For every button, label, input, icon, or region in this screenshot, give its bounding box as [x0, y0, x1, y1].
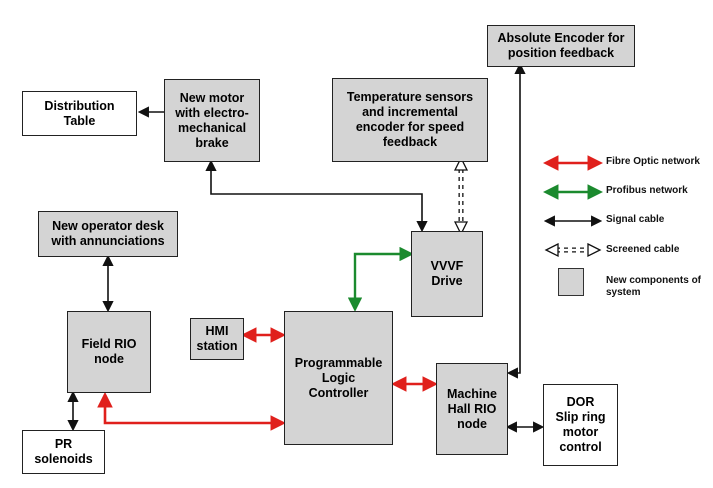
- legend-new-components-label: New components of system: [606, 275, 702, 298]
- hmi-station-box: HMI station: [190, 318, 244, 360]
- dor-box: DOR Slip ring motor control: [543, 384, 618, 466]
- machine-hall-rio-box: Machine Hall RIO node: [436, 363, 508, 455]
- screened-arrow-down: [453, 221, 469, 236]
- legend-signal-label: Signal cable: [606, 214, 665, 225]
- distribution-table-label: Distribution Table: [44, 98, 115, 128]
- dor-label: DOR Slip ring motor control: [555, 395, 606, 454]
- plc-box: Programmable Logic Controller: [284, 311, 393, 445]
- machine-hall-rio-label: Machine Hall RIO node: [446, 386, 497, 431]
- temperature-sensors-box: Temperature sensors and incremental enco…: [332, 78, 488, 162]
- profibus-vvvf-to-plc: [347, 246, 414, 312]
- pr-solenoids-label: PR solenoids: [34, 437, 93, 466]
- new-motor-label: New motor with electro- mechanical brake: [175, 90, 249, 150]
- operator-desk-box: New operator desk with annunciations: [38, 211, 178, 257]
- absolute-encoder-box: Absolute Encoder for position feedback: [487, 25, 635, 67]
- screened-arrow-up: [453, 156, 469, 171]
- legend-fibre-label: Fibre Optic network: [606, 156, 700, 167]
- legend-screened-arrow-left: [544, 242, 559, 258]
- distribution-table-box: Distribution Table: [22, 91, 137, 136]
- new-motor-box: New motor with electro- mechanical brake: [164, 79, 260, 162]
- signal-encoder-to-machine-hall: [506, 62, 526, 379]
- vvvf-drive-box: VVVF Drive: [411, 231, 483, 317]
- operator-desk-label: New operator desk with annunciations: [51, 219, 165, 248]
- field-rio-box: Field RIO node: [67, 311, 151, 393]
- plc-label: Programmable Logic Controller: [294, 355, 383, 400]
- hmi-station-label: HMI station: [196, 324, 238, 353]
- pr-solenoids-box: PR solenoids: [22, 430, 105, 474]
- legend-profibus-label: Profibus network: [606, 185, 688, 196]
- legend-new-components-swatch: [558, 268, 584, 296]
- legend-screened-arrow-right: [587, 242, 602, 258]
- signal-motor-to-vvvf: [205, 159, 428, 233]
- absolute-encoder-label: Absolute Encoder for position feedback: [497, 31, 625, 60]
- field-rio-label: Field RIO node: [81, 337, 137, 366]
- vvvf-drive-label: VVVF Drive: [430, 259, 464, 288]
- fibre-field-rio-to-plc: [97, 391, 287, 431]
- temperature-sensors-label: Temperature sensors and incremental enco…: [346, 90, 474, 149]
- legend-screened-label: Screened cable: [606, 244, 680, 255]
